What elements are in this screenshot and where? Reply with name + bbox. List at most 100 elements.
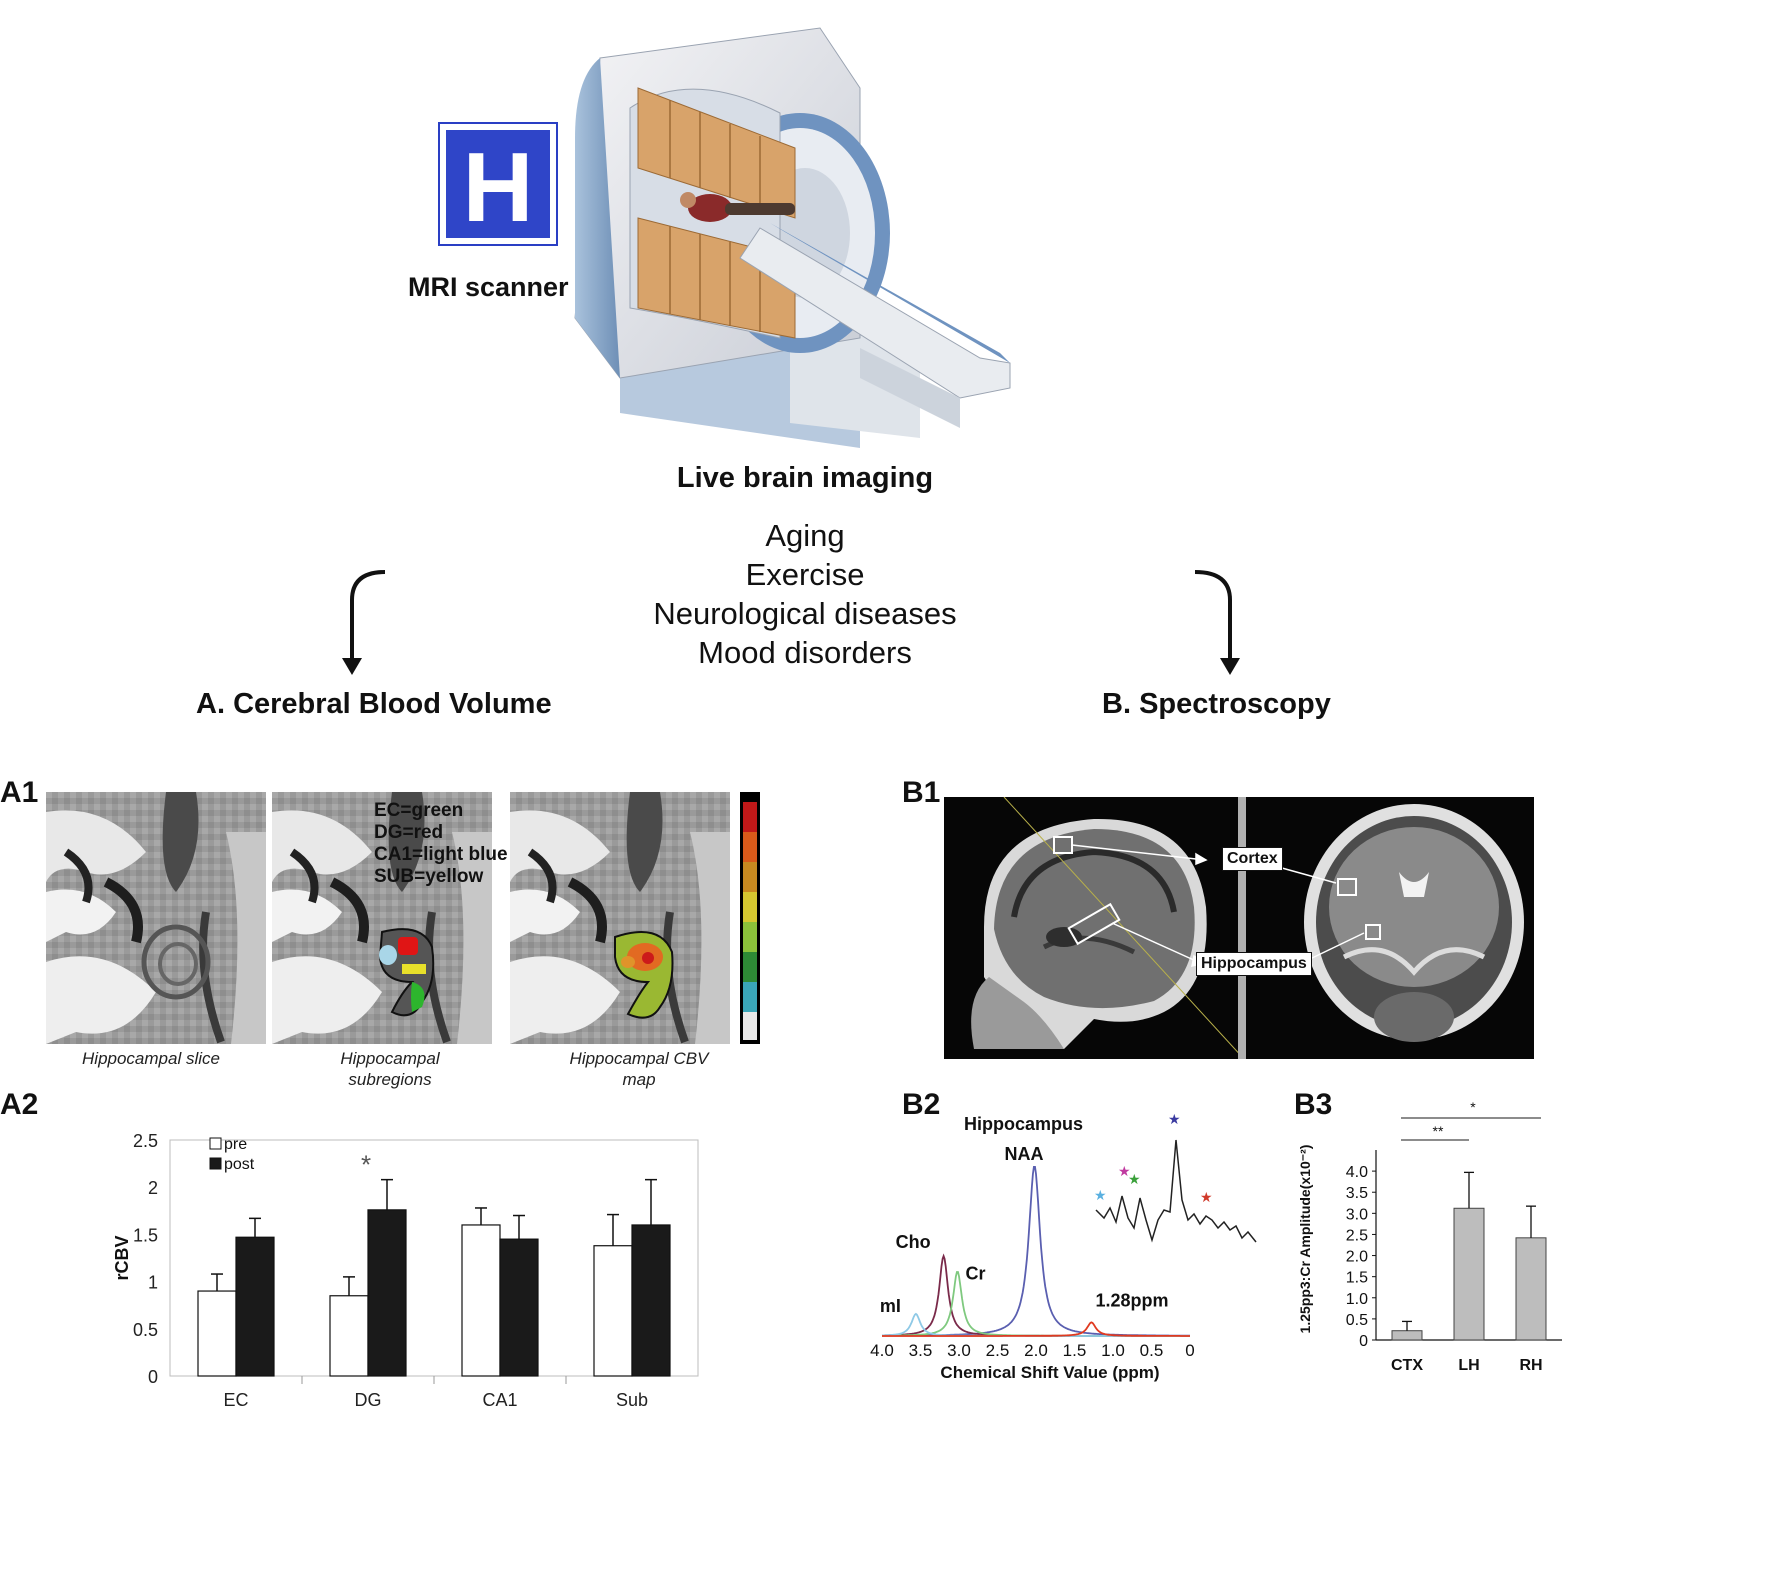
bar-pre (593, 1245, 633, 1377)
bar-post (499, 1238, 539, 1377)
inset-star-icon: ★ (1094, 1187, 1107, 1203)
bar-post (235, 1236, 275, 1377)
y-tick-label: 0 (148, 1367, 158, 1387)
scanner-label: MRI scanner (408, 272, 569, 302)
peak-label: 1.28ppm (1095, 1290, 1168, 1310)
y-tick-label: 2.5 (1346, 1227, 1368, 1244)
y-tick-label: 1.5 (1346, 1270, 1368, 1287)
caption-hippocampal-cbv-map: Hippocampal CBV map (569, 1049, 709, 1089)
bar-post (631, 1224, 671, 1377)
topic-item: Exercise (745, 557, 865, 592)
y-tick-label: 1.0 (1346, 1291, 1368, 1308)
hospital-sign: H (438, 122, 558, 246)
inset-star-icon: ★ (1118, 1163, 1131, 1179)
hippocampal-cbv-map-image (510, 792, 730, 1044)
y-tick-label: 1.5 (133, 1225, 158, 1245)
legend-label-post: post (224, 1156, 255, 1173)
y-tick-label: 0.5 (133, 1320, 158, 1340)
x-tick-label: Sub (616, 1390, 648, 1410)
topic-item: Mood disorders (698, 635, 912, 670)
spectrum-title: Hippocampus (964, 1114, 1083, 1134)
legend-label-pre: pre (224, 1136, 247, 1153)
x-tick-label: 3.5 (909, 1341, 933, 1360)
hospital-icon: H (438, 122, 558, 246)
topic-item: Aging (765, 518, 845, 553)
bar-rh (1515, 1237, 1547, 1341)
x-tick-label: 0 (1185, 1341, 1194, 1360)
x-tick-label: 0.5 (1140, 1341, 1164, 1360)
bar-ctx (1391, 1330, 1423, 1341)
inset-star-icon: ★ (1200, 1189, 1213, 1205)
x-tick-label: LH (1458, 1357, 1479, 1374)
hospital-letter: H (463, 132, 534, 242)
roi-hippocampus-sagittal (1067, 902, 1121, 946)
panel-a1-label: A1 (0, 776, 39, 809)
legend-line: CA1=light blue (374, 844, 508, 865)
y-tick-label: 4.0 (1346, 1164, 1368, 1181)
section-b-letter: B. (1102, 688, 1131, 720)
coronal-brain-image (1304, 804, 1524, 1042)
mri-scanner-illustration (560, 18, 1020, 458)
cbv-color-scale (740, 792, 760, 1044)
legend-line: DG=red (374, 822, 443, 843)
inset-star-icon: ★ (1168, 1111, 1181, 1127)
peak-mI (881, 1312, 1190, 1337)
x-tick-label: RH (1519, 1357, 1542, 1374)
bar-pre (197, 1290, 237, 1377)
topics-list: Aging Exercise Neurological diseases Moo… (600, 516, 1010, 672)
section-a-title: Cerebral Blood Volume (233, 688, 552, 720)
y-tick-label: 3.5 (1346, 1185, 1368, 1202)
arrow-left-icon (342, 570, 386, 675)
sig-star-double: ** (1433, 1123, 1444, 1139)
x-tick-label: 2.0 (1024, 1341, 1048, 1360)
bar-pre (461, 1224, 501, 1377)
bar-lh (1453, 1207, 1485, 1341)
a1-mri-panels: EC=green DG=red CA1=light blue SUB=yello… (46, 792, 760, 1046)
x-tick-label: CTX (1391, 1357, 1423, 1374)
x-tick-label: EC (223, 1390, 248, 1410)
y-tick-label: 2 (148, 1178, 158, 1198)
b1-mri-spectroscopy-image (944, 797, 1534, 1059)
panel-a2-label: A2 (0, 1088, 39, 1121)
y-axis-label: 1.25pp3:Cr Amplitude(x10⁻²) (1297, 1145, 1313, 1334)
live-imaging-title: Live brain imaging (676, 462, 934, 494)
caption-hippocampal-subregions: Hippocampal subregions (340, 1049, 440, 1089)
section-b-heading: B. Spectroscopy (1102, 688, 1331, 721)
caption-hippocampal-slice: Hippocampal slice (82, 1049, 220, 1068)
y-tick-label: 0 (1359, 1333, 1368, 1350)
x-tick-label: DG (355, 1390, 382, 1410)
x-tick-label: CA1 (482, 1390, 517, 1410)
panel-b2-label: B2 (902, 1088, 941, 1121)
hippocampal-slice-image (46, 792, 266, 1044)
bar-post (367, 1209, 407, 1377)
bar-pre (329, 1295, 369, 1377)
peak-1-28ppm (882, 1321, 1190, 1337)
arrow-right-icon (1194, 570, 1240, 675)
x-tick-label: 4.0 (870, 1341, 894, 1360)
legend-line: EC=green (374, 800, 463, 821)
legend-swatch-post (209, 1157, 222, 1170)
panel-b3-label: B3 (1294, 1088, 1333, 1121)
x-tick-label: 1.5 (1063, 1341, 1087, 1360)
sig-star-single: * (1470, 1099, 1476, 1115)
section-b-title: Spectroscopy (1139, 688, 1331, 720)
roi-cortex-coronal (1337, 878, 1357, 896)
x-axis-label: Chemical Shift Value (ppm) (940, 1363, 1159, 1382)
x-tick-label: 1.0 (1101, 1341, 1125, 1360)
roi-hippocampus-coronal (1365, 924, 1381, 940)
y-tick-label: 0.5 (1346, 1312, 1368, 1329)
cortex-label: Cortex (1222, 847, 1283, 871)
b3-amplitude-chart: 00.51.01.52.02.53.03.54.01.25pp3:Cr Ampl… (1297, 1099, 1562, 1374)
peak-label: NAA (1004, 1144, 1043, 1164)
hippocampus-label: Hippocampus (1196, 952, 1312, 976)
peak-label: Cr (965, 1263, 985, 1283)
y-tick-label: 1 (148, 1273, 158, 1293)
y-tick-label: 3.0 (1346, 1206, 1368, 1223)
section-a-heading: A. Cerebral Blood Volume (196, 688, 552, 721)
significance-star: * (361, 1150, 371, 1180)
inset-raw-spectrum (1095, 1139, 1257, 1243)
panel-b1-label: B1 (902, 776, 941, 809)
peak-label: mI (880, 1296, 901, 1316)
x-tick-label: 3.0 (947, 1341, 971, 1360)
